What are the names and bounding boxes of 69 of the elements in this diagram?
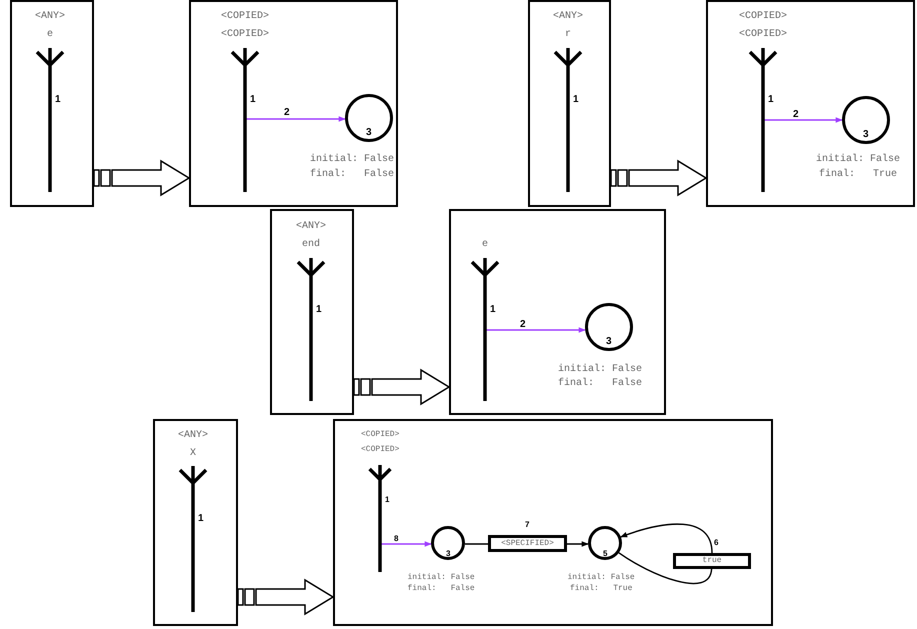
arrow	[567, 541, 589, 547]
state-note: final: True	[570, 585, 632, 593]
block-arrow	[353, 368, 450, 406]
rule-panel	[706, 0, 915, 207]
rule-panel	[333, 419, 773, 626]
state-note: initial: False	[408, 574, 475, 582]
node-label: <ANY>	[178, 431, 208, 441]
node-label: <COPIED>	[361, 446, 400, 454]
node-number: 3	[606, 336, 612, 347]
rule-panel	[270, 209, 354, 415]
node-label: e	[47, 30, 54, 40]
node-number: 1	[55, 95, 61, 105]
state-note: final: True	[819, 170, 898, 180]
state-note: initial: False	[816, 155, 900, 165]
state-circle	[585, 303, 633, 351]
node-number: 1	[250, 95, 256, 105]
node-label: <COPIED>	[361, 431, 400, 439]
state-circle	[588, 526, 622, 560]
rule-panel	[189, 0, 398, 207]
node-label: <COPIED>	[739, 12, 788, 22]
state-note: final: False	[310, 170, 394, 180]
label-box: true	[673, 553, 751, 569]
rule-panel	[153, 419, 238, 626]
node-number: 1	[316, 305, 322, 315]
arrow	[485, 327, 586, 333]
state-note: final: False	[558, 379, 642, 389]
node-number: 6	[714, 539, 718, 547]
state-note: initial: False	[310, 155, 394, 165]
arrow	[380, 541, 432, 547]
state-circle	[842, 96, 890, 144]
arrow	[620, 524, 713, 554]
node-number: 1	[768, 95, 774, 105]
node-number: 3	[366, 128, 372, 138]
state-note: initial: False	[568, 574, 635, 582]
node-number: 1	[573, 95, 579, 105]
node-number: 1	[490, 305, 496, 315]
state-note: final: False	[408, 585, 475, 593]
edge-label: 2	[520, 320, 526, 330]
block-arrow	[610, 160, 708, 196]
node-number: 3	[863, 130, 869, 140]
node-label: <COPIED>	[221, 12, 270, 22]
rule-panel	[528, 0, 611, 207]
node-number: 7	[525, 521, 530, 529]
edge-label: 2	[284, 108, 290, 118]
state-circle	[345, 94, 393, 142]
node-label: e	[482, 240, 488, 250]
edge-label: 8	[394, 535, 398, 543]
block-arrow	[93, 160, 190, 196]
arrow	[763, 117, 843, 123]
arrow	[245, 116, 346, 122]
edge-label: 2	[793, 110, 799, 120]
rule-panel	[449, 209, 666, 415]
node-label: <ANY>	[553, 12, 584, 22]
label-box: <SPECIFIED>	[488, 535, 567, 552]
state-circle	[431, 526, 465, 560]
node-label: <COPIED>	[221, 30, 270, 40]
node-label: <ANY>	[296, 222, 326, 232]
node-number: 5	[603, 550, 608, 558]
node-number: 3	[446, 550, 450, 558]
node-label: <ANY>	[35, 12, 66, 22]
node-label: <COPIED>	[739, 30, 788, 40]
rule-panel	[10, 0, 94, 207]
node-number: 1	[385, 496, 390, 504]
node-label: X	[190, 449, 196, 459]
block-arrow	[237, 578, 334, 616]
node-number: 1	[198, 514, 204, 524]
node-label: end	[302, 240, 320, 250]
node-label: r	[565, 30, 572, 40]
state-note: initial: False	[558, 365, 642, 375]
